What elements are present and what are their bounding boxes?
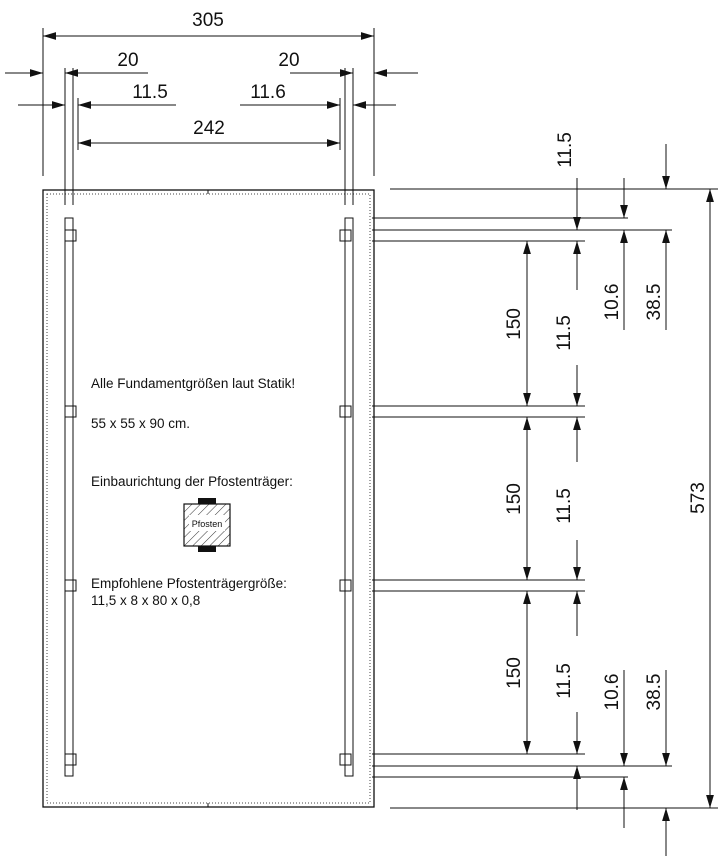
dim-right-edge-offset: 20 (278, 50, 299, 71)
dim-top-bracket-depth: 10.6 (602, 284, 623, 321)
dim-top-margin-to-bracket: 11.5 (555, 132, 576, 168)
dim-post-size-3: 11.5 (554, 663, 575, 699)
note-foundation: Alle Fundamentgrößen laut Statik! (91, 376, 295, 391)
dim-overall-length: 573 (688, 482, 709, 514)
dim-post-size-1: 11.5 (554, 315, 575, 351)
note-recommended-size-value: 11,5 x 8 x 80 x 0,8 (91, 593, 200, 608)
dim-top-edge-to-post: 38.5 (644, 284, 665, 321)
carport-outline (42, 189, 375, 808)
right-dimension-lines (523, 144, 714, 856)
post-label: Pfosten (192, 519, 223, 529)
dim-bottom-bracket-depth: 10.6 (602, 674, 623, 711)
dim-post-size-2: 11.5 (554, 488, 575, 524)
note-foundation-size: 55 x 55 x 90 cm. (91, 416, 190, 431)
dim-span-2: 150 (504, 483, 525, 515)
note-recommended-size: Empfohlene Pfostenträgergröße: (91, 576, 287, 591)
post-brackets (64, 229, 352, 766)
dim-span-3: 150 (504, 657, 525, 689)
dim-left-edge-offset: 20 (117, 50, 138, 71)
dim-overall-width: 305 (192, 10, 224, 31)
post-icon (183, 498, 231, 552)
dim-span-1: 150 (504, 308, 525, 340)
dim-left-post-offset: 11.5 (132, 82, 168, 103)
top-dimension-lines (5, 28, 418, 205)
dim-bottom-edge-to-post: 38.5 (644, 674, 665, 711)
dim-right-post-offset: 11.6 (250, 82, 286, 103)
right-beam (344, 217, 354, 777)
dim-post-spacing-width: 242 (193, 118, 225, 139)
left-beam (64, 217, 74, 777)
note-install-direction: Einbaurichtung der Pfostenträger: (91, 474, 293, 489)
